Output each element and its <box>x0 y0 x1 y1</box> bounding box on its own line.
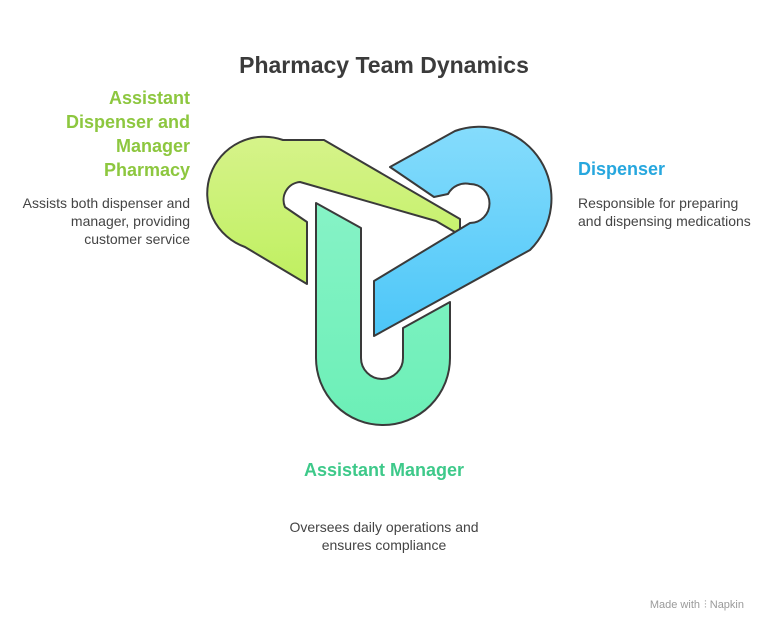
node-description-assistant-dispenser-manager: Assists both dispenser and manager, prov… <box>22 195 190 247</box>
node-label-assistant-dispenser-manager: Assistant Dispenser and Manager Pharmacy <box>65 88 190 180</box>
made-with-text: Made with <box>649 599 700 611</box>
footer-attribution: Made with ⫶Napkin <box>650 599 744 612</box>
node-description-assistant-manager: Oversees daily operations and ensures co… <box>289 519 479 553</box>
node-label-assistant-manager: Assistant Manager <box>303 460 465 480</box>
napkin-logo-icon: ⫶ <box>704 599 707 611</box>
green-loop <box>206 135 461 285</box>
blue-loop <box>373 125 553 337</box>
teal-loop <box>315 202 451 426</box>
page-title: Pharmacy Team Dynamics <box>239 52 529 78</box>
node-label-dispenser: Dispenser <box>578 159 666 179</box>
napkin-brand-text: Napkin <box>709 599 744 611</box>
node-description-dispenser: Responsible for preparing and dispensing… <box>578 195 751 229</box>
